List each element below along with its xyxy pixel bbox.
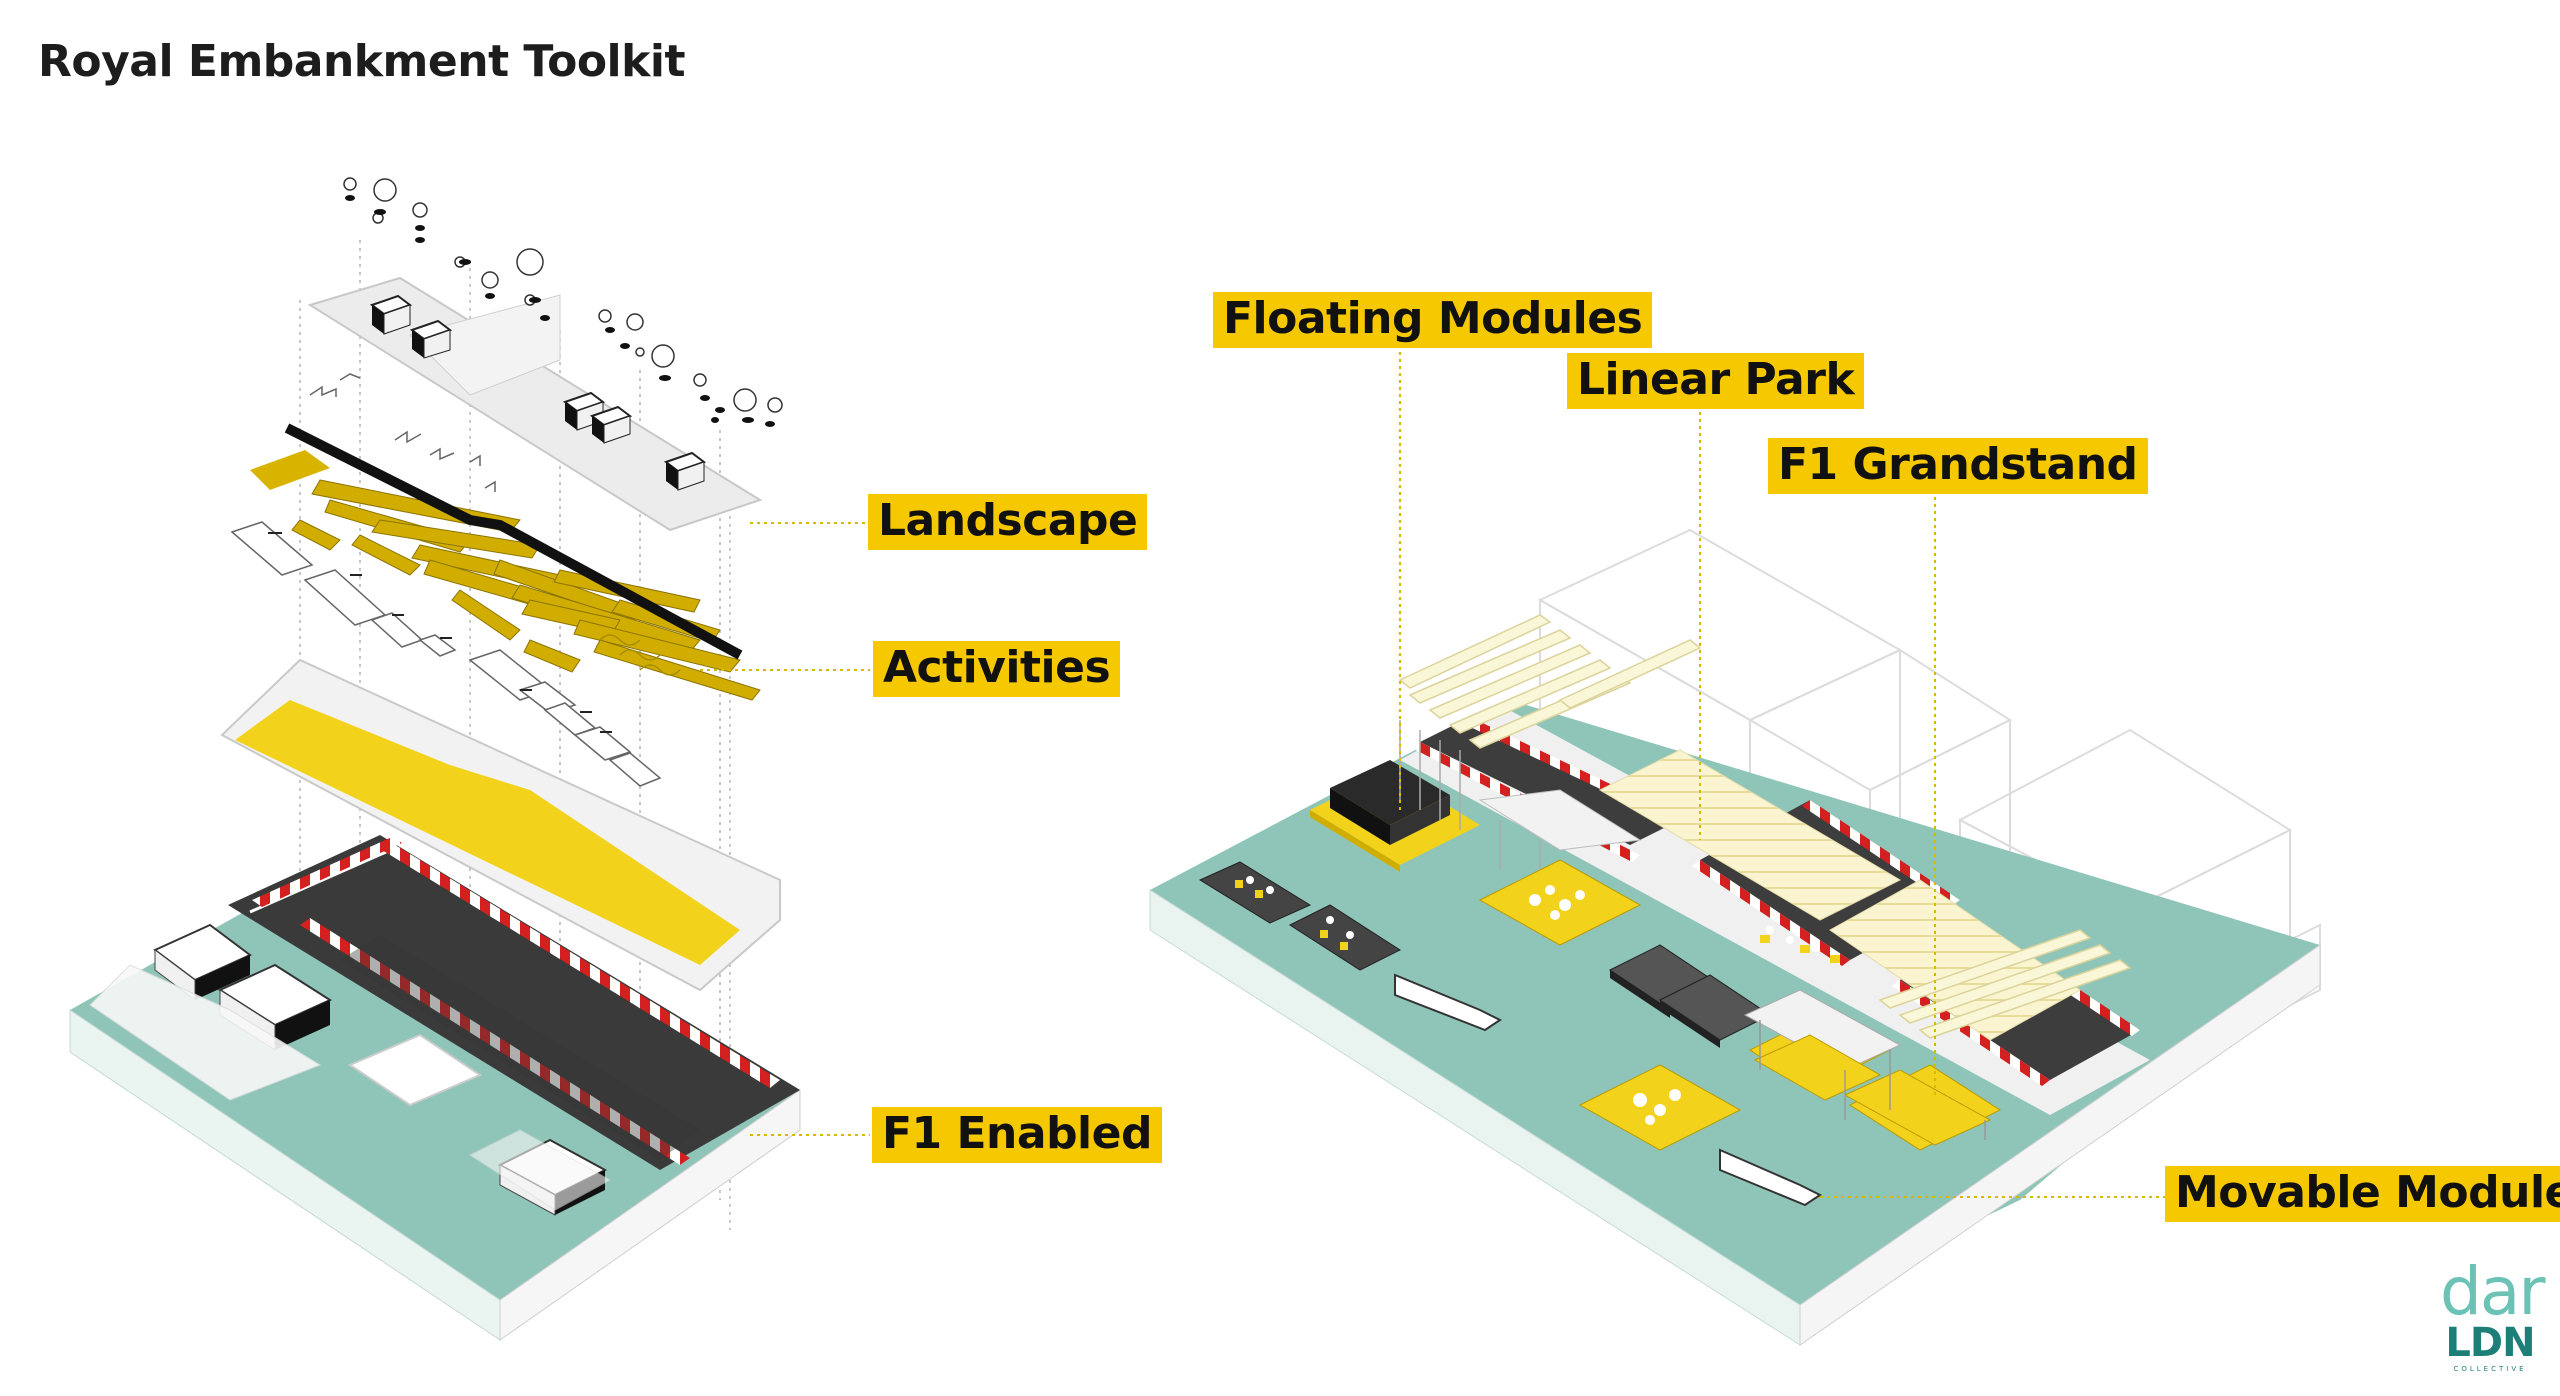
- label-f1-grandstand: F1 Grandstand: [1768, 438, 2148, 494]
- tree-shadows: [345, 195, 775, 427]
- left-buildings: [89, 923, 612, 1216]
- right-label-leaders: [1399, 345, 2170, 1198]
- base-layer: [220, 658, 781, 992]
- collective-text: COLLECTIVE: [2453, 1365, 2527, 1373]
- bench-icons: [309, 373, 496, 492]
- building-blocks: [369, 294, 707, 491]
- linear-park-deck: [1598, 749, 1902, 921]
- f1-enabled-layer: [69, 835, 801, 1341]
- ldn-logo: LDN: [2445, 1320, 2535, 1366]
- label-linear-park: Linear Park: [1567, 353, 1865, 409]
- canopy-modules: [1743, 989, 1992, 1146]
- right-diagram: [1149, 345, 2321, 1346]
- landscape-layer: [307, 177, 783, 532]
- page-title: Royal Embankment Toolkit: [38, 36, 686, 87]
- label-f1-enabled: F1 Enabled: [872, 1107, 1162, 1163]
- label-movable-modules: Movable Modules: [2165, 1166, 2560, 1222]
- grandstand-tiers: [1398, 614, 2132, 1039]
- tree-icons: [343, 177, 783, 413]
- left-exploded-diagram: [69, 177, 870, 1341]
- brand-logo: dar LDN COLLECTIVE: [2440, 1253, 2545, 1374]
- activity-pads: [230, 521, 662, 787]
- module-markers: [1235, 880, 1840, 963]
- left-label-leaders: [700, 522, 870, 1136]
- label-floating-modules: Floating Modules: [1213, 292, 1653, 348]
- dar-logo: dar: [2440, 1253, 2545, 1330]
- label-landscape: Landscape: [868, 494, 1148, 550]
- label-activities: Activities: [873, 641, 1121, 697]
- activities-layer: [230, 423, 761, 787]
- boats: [1394, 973, 1822, 1207]
- module-dots: [1246, 876, 1819, 952]
